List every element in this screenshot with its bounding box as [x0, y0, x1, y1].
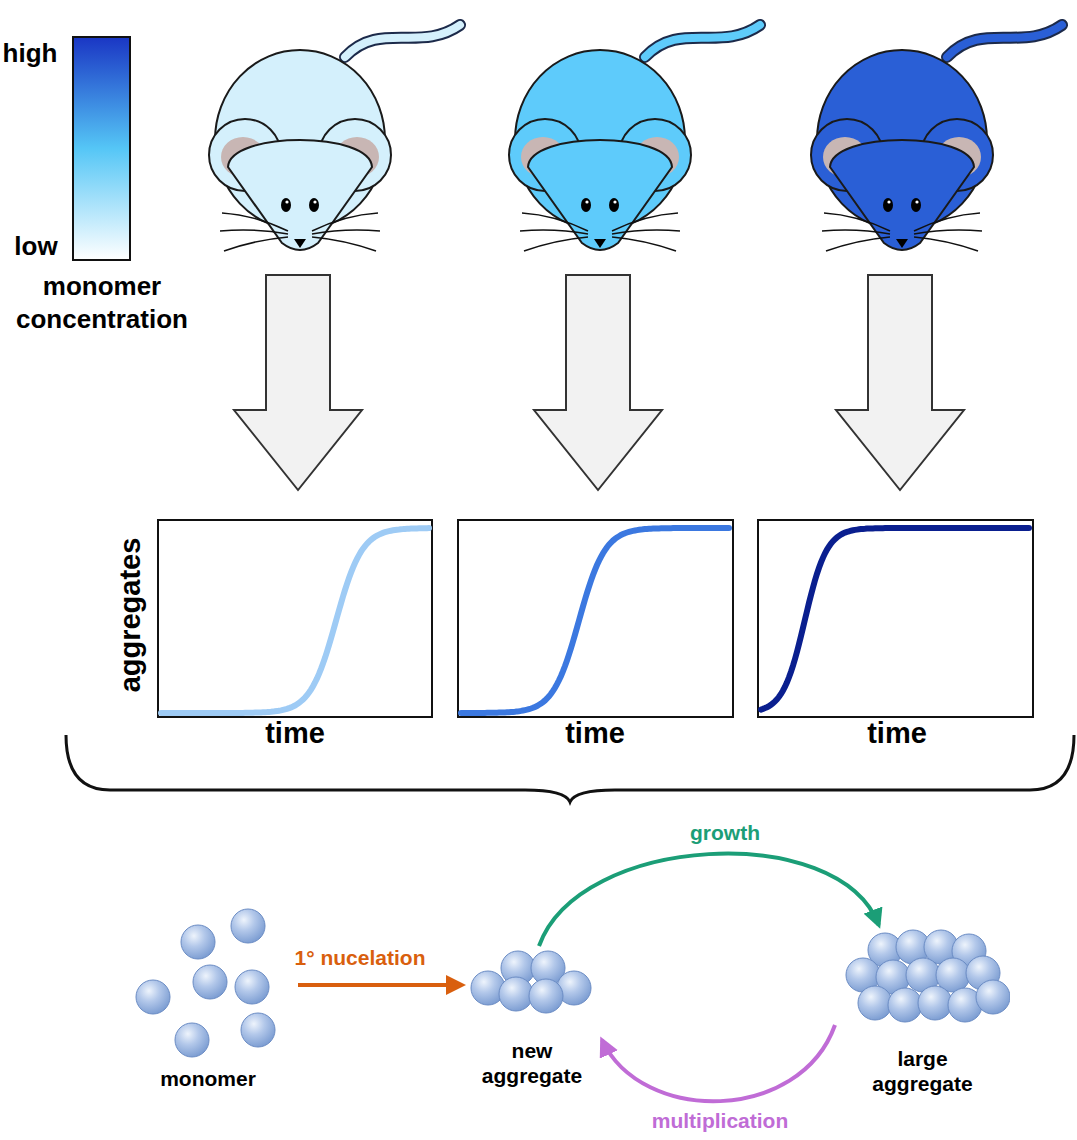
sphere [175, 1023, 209, 1057]
sigmoid-curve [161, 528, 429, 713]
sphere [529, 979, 563, 1013]
scale-title: monomer concentration [2, 270, 202, 335]
particle-node: new aggregate [462, 946, 602, 1088]
sphere [858, 986, 892, 1020]
scale-label: low [1, 231, 71, 262]
edge-label: multiplication [652, 1109, 789, 1132]
axis-label: time [535, 716, 655, 751]
sphere [136, 980, 170, 1014]
sphere [241, 1013, 275, 1047]
sphere [888, 988, 922, 1022]
node-label: monomer [160, 1066, 256, 1091]
chart-frame [758, 520, 1033, 717]
edge-label: growth [690, 821, 760, 844]
sphere [976, 980, 1010, 1014]
colorbar [73, 37, 130, 260]
mouse-mid [509, 25, 760, 251]
sphere [231, 909, 265, 943]
node-label: new aggregate [477, 1038, 587, 1088]
mouse-low [209, 25, 460, 251]
block-arrow [836, 275, 964, 490]
edge-label: 1° nucelation [295, 946, 426, 969]
particle-node: monomer [118, 905, 298, 1091]
scale-label: high [0, 38, 65, 69]
sphere-cluster [462, 946, 602, 1016]
cycle-arrow [298, 983, 462, 987]
axis-label: time [837, 716, 957, 751]
block-arrow [234, 275, 362, 490]
cycle-arrow [602, 1025, 835, 1101]
sphere-cluster [118, 905, 298, 1060]
cycle-arrow [539, 854, 879, 946]
block-arrow [534, 275, 662, 490]
sphere [193, 965, 227, 999]
sigmoid-curve [761, 528, 1029, 710]
axis-label: aggregates [113, 538, 148, 693]
sphere [499, 977, 533, 1011]
sphere [918, 986, 952, 1020]
sphere [181, 925, 215, 959]
chart-frame [458, 520, 733, 717]
mouse-high [811, 25, 1062, 251]
sphere [235, 970, 269, 1004]
particle-node: large aggregate [835, 925, 1010, 1096]
sphere-cluster [835, 925, 1010, 1030]
node-label: large aggregate [868, 1046, 978, 1096]
axis-label: time [235, 716, 355, 751]
chart-frame [158, 520, 432, 717]
sigmoid-curve [461, 528, 729, 713]
